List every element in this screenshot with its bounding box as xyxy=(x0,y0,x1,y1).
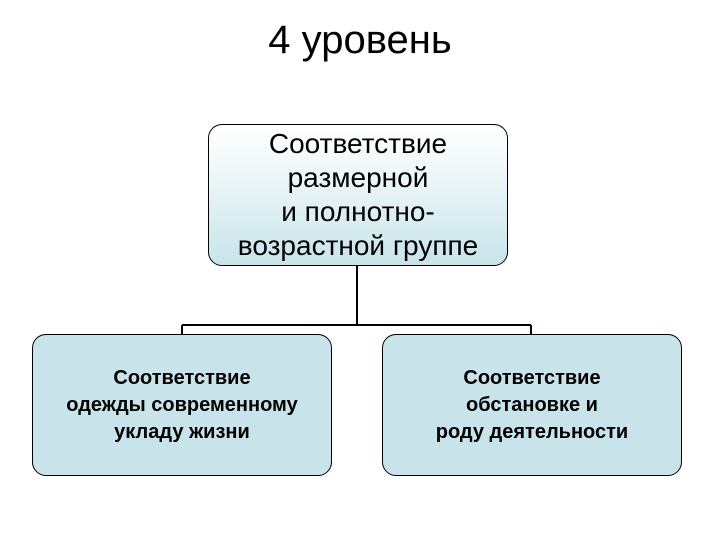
slide-title: 4 уровень xyxy=(268,18,452,62)
child-node-modern-lifestyle: Соответствие одежды современному укладу … xyxy=(32,334,332,476)
child-node-label-right: Соответствие обстановке и роду деятельно… xyxy=(435,366,629,443)
child-node-setting-activity: Соответствие обстановке и роду деятельно… xyxy=(382,334,682,476)
root-node-size-age-group: Соответствие размерной и полнотно- возра… xyxy=(208,124,508,266)
root-node-label: Соответствие размерной и полнотно- возра… xyxy=(237,128,479,261)
child-node-label-left: Соответствие одежды современному укладу … xyxy=(66,366,298,443)
